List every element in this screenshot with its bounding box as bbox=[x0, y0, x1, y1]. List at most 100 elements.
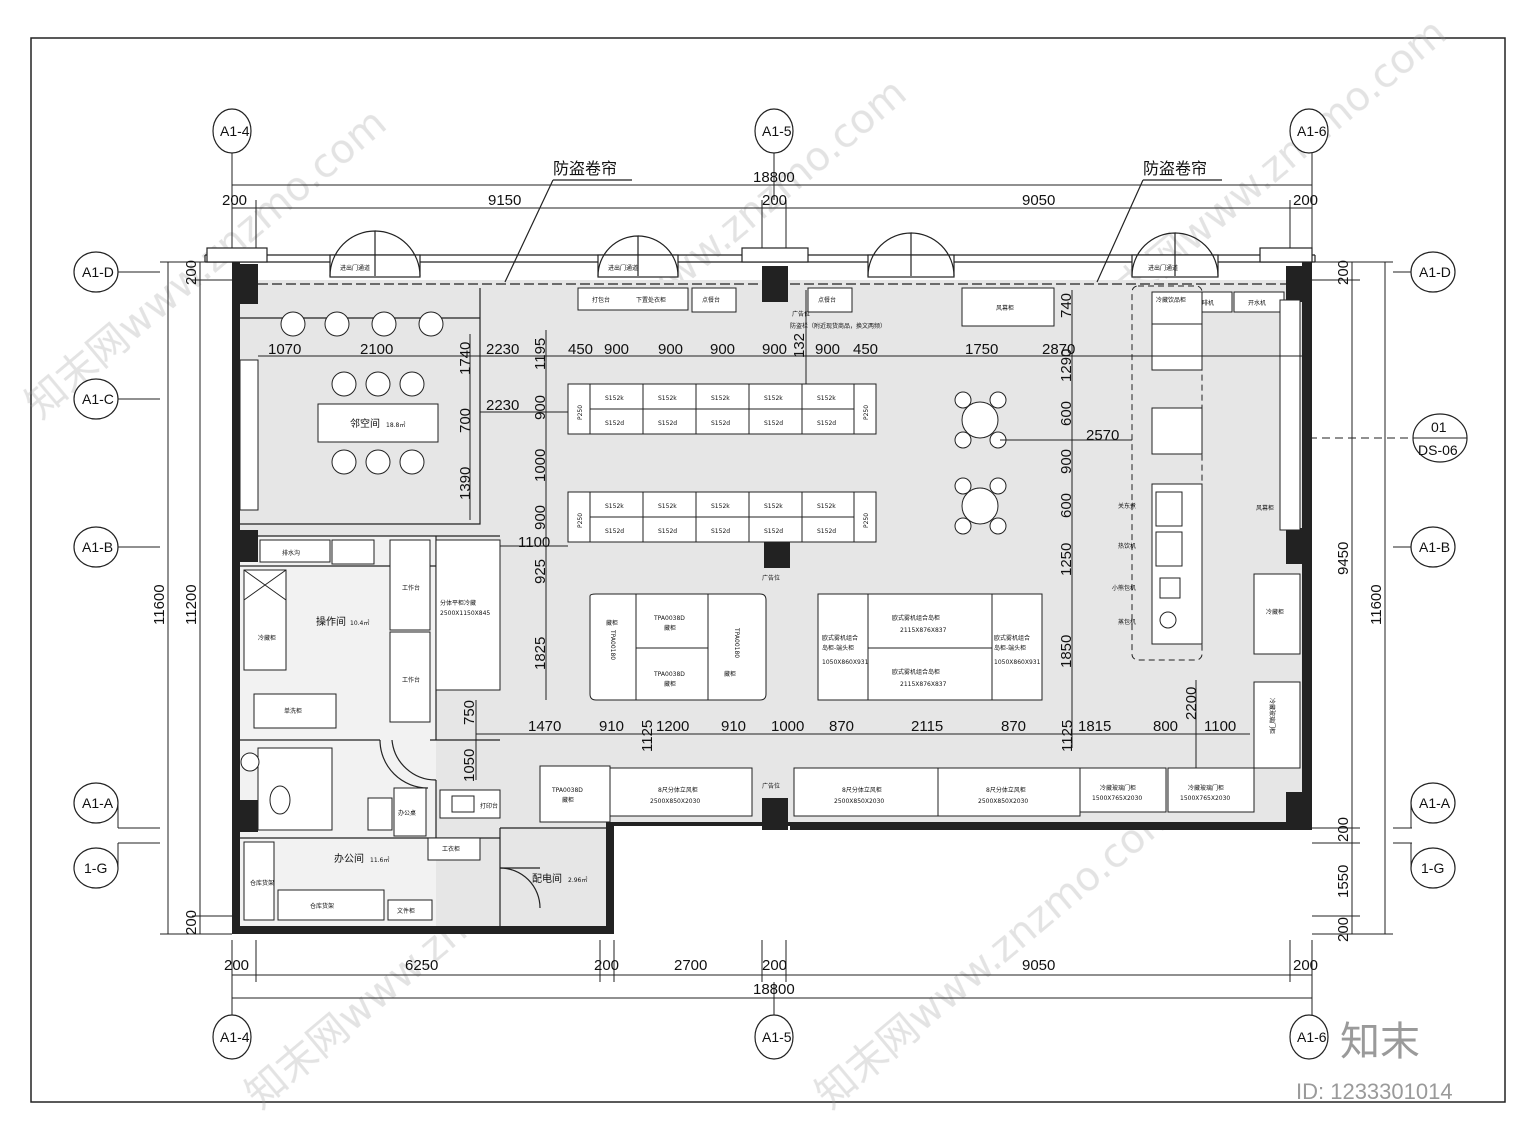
dim-int-r2-8: 1815 bbox=[1078, 718, 1111, 735]
dim-bottom-3: 2700 bbox=[674, 957, 707, 974]
room-operation-name: 操作间 bbox=[316, 615, 346, 628]
dim-top-4: 200 bbox=[1293, 192, 1318, 209]
dim-int-m18: 600 bbox=[1058, 401, 1075, 426]
split-cooler-label: 分体平柜冷藏 bbox=[440, 599, 476, 607]
watermark-site: 知末网www.znzmo.com bbox=[807, 790, 1185, 1118]
grid-bubble-top-0: A1-4 bbox=[220, 123, 250, 139]
dim-int-m24: 132 bbox=[791, 333, 808, 358]
tpa-1-label: TPA0038D bbox=[653, 615, 685, 622]
island-1-c: 1050X860X931 bbox=[822, 659, 869, 666]
shelf-cell: S152d bbox=[764, 420, 783, 427]
shelf-cell: S152k bbox=[711, 395, 730, 402]
ad-label-top: 广告位 bbox=[792, 310, 810, 318]
island-3-b: 2115X876X837 bbox=[900, 681, 947, 688]
ad-label-mid: 广告位 bbox=[762, 574, 780, 582]
dim-int-r1-1: 2100 bbox=[360, 341, 393, 358]
bench-b-label: 工作台 bbox=[402, 676, 420, 684]
dim-int-m0: 1740 bbox=[457, 342, 474, 375]
storage-label: 仓库货架 bbox=[250, 879, 274, 887]
island-3-a: 欧式雾机组合岛柜 bbox=[892, 668, 940, 676]
shelf-cell: S152k bbox=[764, 395, 783, 402]
dim-int-m5: 900 bbox=[532, 395, 549, 420]
watermark-brand: 知末 bbox=[1340, 1019, 1420, 1065]
dim-int-r1-7: 900 bbox=[762, 341, 787, 358]
ad-label-bottom: 广告位 bbox=[762, 782, 780, 790]
print-label: 打印台 bbox=[480, 802, 498, 810]
dim-int-r1-11: 2870 bbox=[1042, 341, 1075, 358]
room-meeting-name: 邻空间 bbox=[350, 417, 380, 430]
room-office-name: 办公间 bbox=[334, 852, 364, 865]
room-meeting-area: 18.8㎡ bbox=[386, 421, 405, 429]
dim-bottom-6: 200 bbox=[1293, 957, 1318, 974]
dim-int-r1-4: 900 bbox=[604, 341, 629, 358]
dim-bottom-1: 6250 bbox=[405, 957, 438, 974]
entrance-right-label: 进出门通道 bbox=[1148, 264, 1178, 272]
counter-top-3: 开水机 bbox=[1248, 299, 1266, 307]
dim-int-r1-0: 1070 bbox=[268, 341, 301, 358]
shelf-cell: S152k bbox=[711, 503, 730, 510]
island-4-a: 欧式雾机组合 bbox=[994, 634, 1030, 642]
dim-top-3: 9050 bbox=[1022, 192, 1055, 209]
dim-int-m15: 2570 bbox=[1086, 427, 1119, 444]
dim-int-r2-6: 2115 bbox=[911, 718, 943, 735]
tall-cabinet-label: 冷藏玻璃门柜 bbox=[1268, 698, 1276, 734]
grid-bubble-right-1: A1-B bbox=[1419, 539, 1450, 555]
cabinet-top-label: 风幕柜 bbox=[996, 304, 1014, 312]
ac-2-label: 8尺分体立风柜 bbox=[842, 786, 882, 794]
tpa-side-label: TPA00180 bbox=[609, 629, 616, 660]
shelf-cell: S152k bbox=[817, 395, 836, 402]
anti-theft-label: 防盗栏（附近现货商品，换文两频） bbox=[790, 322, 886, 330]
shelf-cell: S152d bbox=[605, 528, 624, 535]
ac-1-label: 8尺分体立风柜 bbox=[658, 786, 698, 794]
ac-1-spec: 2500X850X2030 bbox=[650, 798, 700, 805]
drawing-frame bbox=[30, 37, 1506, 1103]
dim-right-inner: 9450 bbox=[1335, 542, 1352, 575]
dim-int-m10: 1100 bbox=[518, 534, 550, 551]
shelf-end: P250 bbox=[577, 513, 584, 528]
dim-int-r2-2: 1200 bbox=[656, 718, 689, 735]
door-1-label: 冷藏玻璃门柜 bbox=[1100, 784, 1136, 792]
grid-bubble-left-0: A1-D bbox=[82, 264, 114, 280]
shelf-cell: S152k bbox=[817, 503, 836, 510]
island-2-a: 欧式雾机组合岛柜 bbox=[892, 614, 940, 622]
dim-int-r2-10: 1100 bbox=[1204, 718, 1236, 735]
dim-int-m13: 1125 bbox=[639, 720, 656, 752]
door-2-label: 冷藏玻璃门柜 bbox=[1188, 784, 1224, 792]
ac-3-label: 8尺分体立风柜 bbox=[986, 786, 1026, 794]
dim-int-m23: 2200 bbox=[1183, 687, 1200, 720]
dim-int-m3: 2230 bbox=[486, 397, 519, 414]
shelf-cell: S152d bbox=[658, 528, 677, 535]
dim-int-r1-3: 450 bbox=[568, 341, 593, 358]
entrance-left-label: 进出门通道 bbox=[340, 264, 370, 272]
grid-bubble-left-3: A1-A bbox=[82, 795, 114, 811]
order2-label: 点餐台 bbox=[818, 296, 836, 304]
counter-side-1: 关东煮 bbox=[1118, 502, 1136, 510]
dim-int-m17: 1290 bbox=[1058, 349, 1075, 382]
dim-int-r2-4: 1000 bbox=[771, 718, 804, 735]
display-label: 冷藏柜 bbox=[1266, 608, 1284, 616]
tpa-side-sub: 藏柜 bbox=[606, 619, 618, 627]
entrance-mid-label: 进出门通道 bbox=[608, 264, 638, 272]
dim-right-overall: 11600 bbox=[1368, 584, 1385, 625]
counter-top-1: 冷藏饮品柜 bbox=[1156, 296, 1186, 304]
dim-int-r1-2: 2230 bbox=[486, 341, 519, 358]
shelf-cell: S152k bbox=[605, 395, 624, 402]
files-label: 仓库货架 bbox=[310, 902, 334, 910]
shelf-cell: S152k bbox=[658, 503, 677, 510]
counter-side-3: 小熊包机 bbox=[1112, 584, 1136, 592]
freezer-label: 冷藏柜 bbox=[258, 634, 276, 642]
grid-bubble-left-4: 1-G bbox=[84, 860, 107, 876]
room-electric-name: 配电间 bbox=[532, 872, 562, 885]
split-cooler-spec: 2500X1150X845 bbox=[440, 610, 490, 617]
shelf-end: P250 bbox=[577, 405, 584, 420]
dim-top-0: 200 bbox=[222, 192, 247, 209]
dim-int-m1: 700 bbox=[457, 408, 474, 433]
dim-bottom-0: 200 bbox=[224, 957, 249, 974]
island-1-a: 欧式雾机组合 bbox=[822, 634, 858, 642]
office-desk-label: 办公桌 bbox=[398, 809, 416, 817]
dim-int-m22: 1850 bbox=[1058, 635, 1075, 668]
bench-a-label: 工作台 bbox=[402, 584, 420, 592]
cash-label: 打包台 bbox=[592, 296, 610, 304]
tpa-side2-label: TPA00180 bbox=[733, 627, 740, 658]
dim-int-m14: 1125 bbox=[1059, 720, 1076, 752]
